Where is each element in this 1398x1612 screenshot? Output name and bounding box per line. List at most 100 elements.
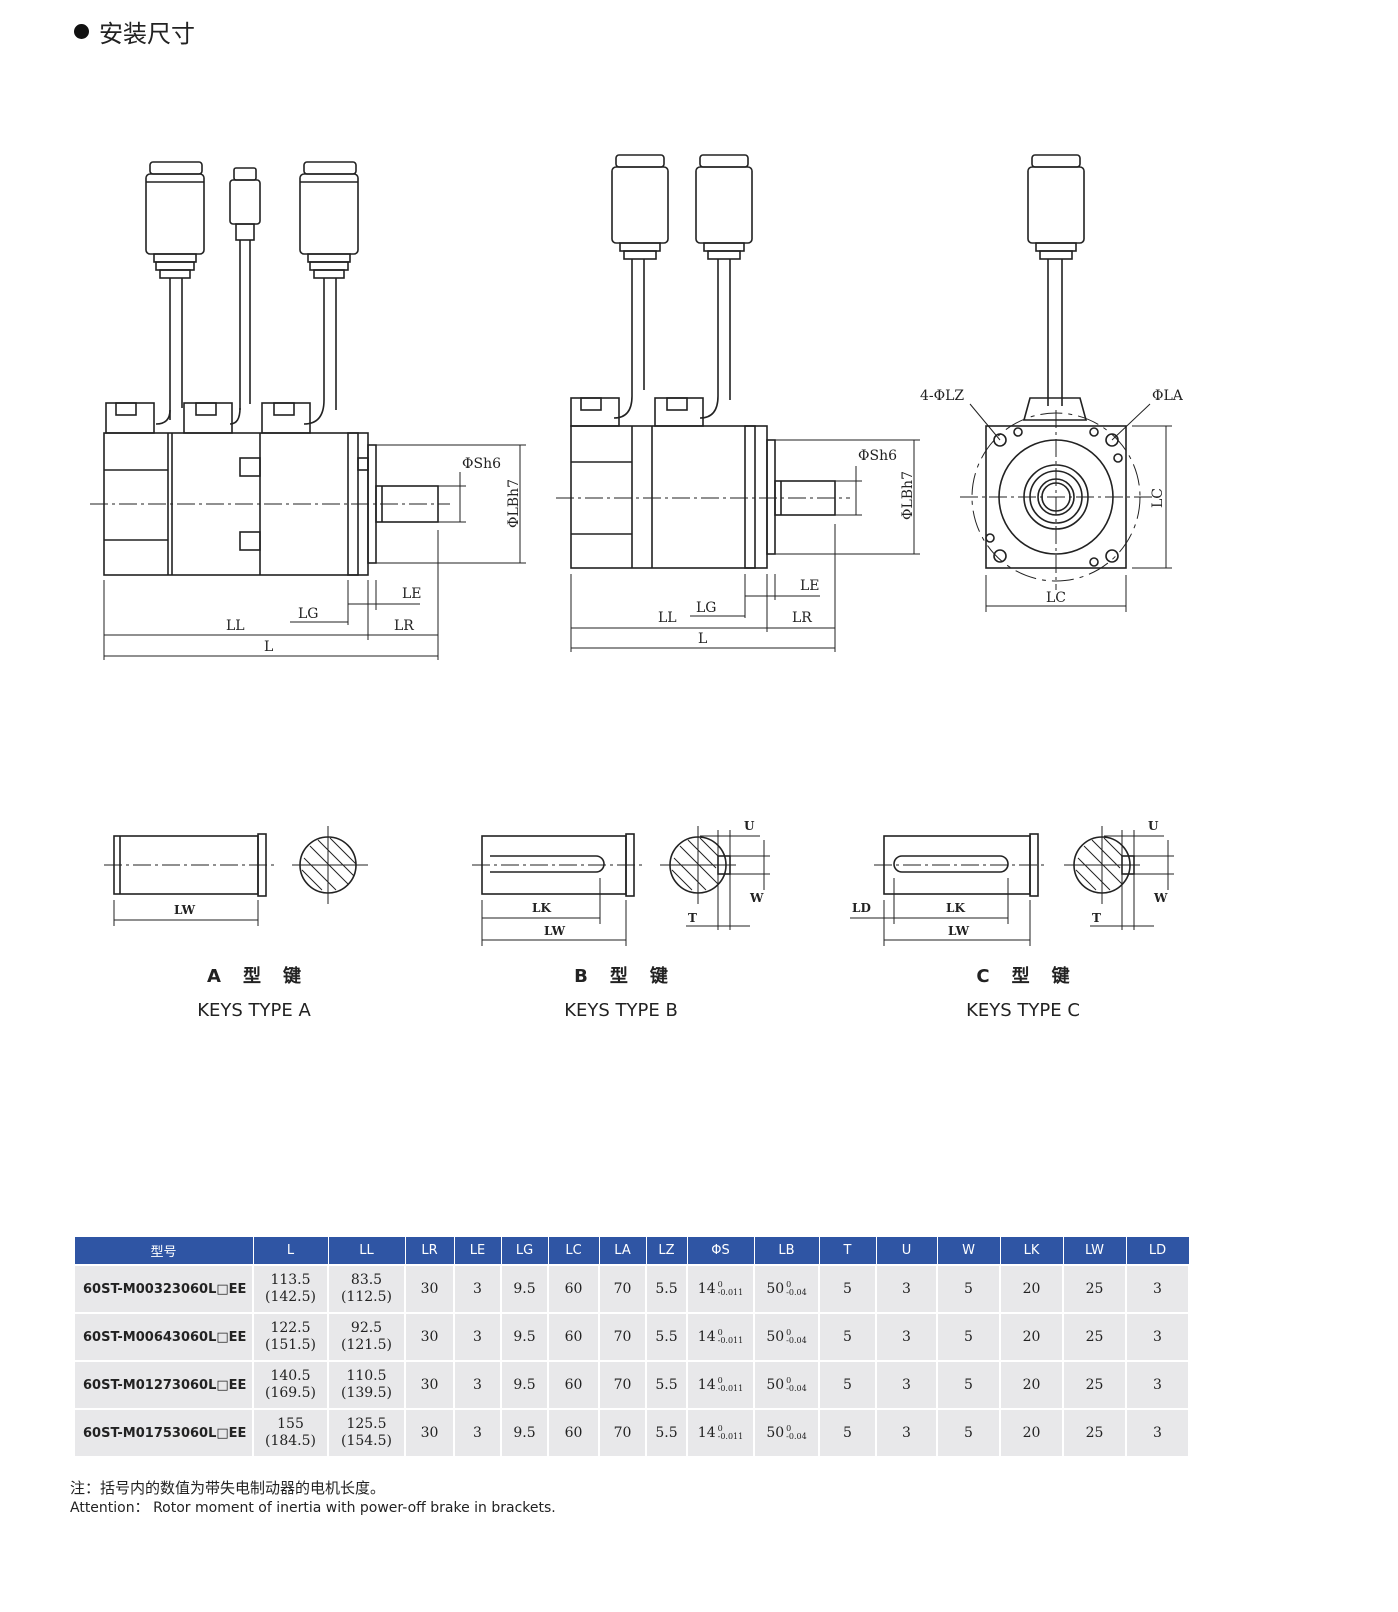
th-lg: LG <box>500 1236 549 1266</box>
cell-lc: 60 <box>547 1264 600 1314</box>
cell-t: 5 <box>818 1408 877 1458</box>
technical-drawing: ΦSh6 ΦLBh7 LE LG LL LR L <box>90 154 1184 946</box>
cell-ll: 92.5(121.5) <box>327 1312 406 1362</box>
cell-ld: 3 <box>1125 1264 1190 1314</box>
footnote-en: Attention： Rotor moment of inertia with … <box>70 1500 556 1516</box>
cell-lc: 60 <box>547 1312 600 1362</box>
label-sh6: ΦSh6 <box>462 456 501 472</box>
connector-3 <box>299 161 359 425</box>
th-lw: LW <box>1062 1236 1127 1266</box>
th-lk: LK <box>999 1236 1064 1266</box>
key-type-a-label: A型键 KEYS TYPE A <box>124 962 384 1021</box>
label-w-c: W <box>1153 891 1168 905</box>
label-lz: 4-ΦLZ <box>920 388 964 404</box>
section-title: 安装尺寸 <box>74 14 195 49</box>
label-u-c: U <box>1148 819 1159 833</box>
label-lk-b: LK <box>532 901 551 915</box>
label-sh6-2: ΦSh6 <box>858 448 897 464</box>
th-s: ΦS <box>686 1236 755 1266</box>
key-type-b-cn: B型键 <box>574 966 690 987</box>
th-ld: LD <box>1125 1236 1190 1266</box>
th-lz: LZ <box>645 1236 688 1266</box>
cell-lz: 5.5 <box>645 1360 688 1410</box>
cell-lc: 60 <box>547 1408 600 1458</box>
label-le-2: LE <box>800 578 820 594</box>
cell-le: 3 <box>453 1360 502 1410</box>
footnote-cn: 注：括号内的数值为带失电制动器的电机长度。 <box>70 1479 386 1497</box>
label-lbh7: ΦLBh7 <box>506 479 522 528</box>
cell-l: 155(184.5) <box>252 1408 329 1458</box>
cell-lk: 20 <box>999 1264 1064 1314</box>
cell-w: 5 <box>936 1264 1001 1314</box>
cell-lg: 9.5 <box>500 1360 549 1410</box>
cell-ld: 3 <box>1125 1360 1190 1410</box>
label-lw-c: LW <box>948 924 970 938</box>
table-row: 60ST-M00643060L□EE 122.5(151.5) 92.5(121… <box>73 1312 1190 1362</box>
label-l: L <box>264 639 273 655</box>
cell-lr: 30 <box>404 1360 455 1410</box>
label-le: LE <box>402 586 422 602</box>
cell-ll: 110.5(139.5) <box>327 1360 406 1410</box>
key-type-b-drawing <box>472 826 770 946</box>
th-lr: LR <box>404 1236 455 1266</box>
cell-lg: 9.5 <box>500 1264 549 1314</box>
label-lg: LG <box>298 606 318 622</box>
cell-lk: 20 <box>999 1312 1064 1362</box>
label-la: ΦLA <box>1152 388 1184 404</box>
label-t-c: T <box>1092 911 1101 925</box>
cell-ll: 83.5(112.5) <box>327 1264 406 1314</box>
cell-lk: 20 <box>999 1408 1064 1458</box>
cell-la: 70 <box>598 1408 647 1458</box>
th-lb: LB <box>753 1236 820 1266</box>
cell-lw: 25 <box>1062 1264 1127 1314</box>
cell-l: 140.5(169.5) <box>252 1360 329 1410</box>
th-model: 型号 <box>73 1236 254 1266</box>
cell-lz: 5.5 <box>645 1312 688 1362</box>
cell-model: 60ST-M00323060L□EE <box>73 1264 254 1314</box>
motor-front-view <box>960 154 1172 612</box>
th-la: LA <box>598 1236 647 1266</box>
connector-2 <box>229 167 261 425</box>
cell-lw: 25 <box>1062 1408 1127 1458</box>
cell-ld: 3 <box>1125 1408 1190 1458</box>
cell-u: 3 <box>875 1264 938 1314</box>
key-type-a-en: KEYS TYPE A <box>197 1000 311 1021</box>
th-t: T <box>818 1236 877 1266</box>
dimension-table: 型号 L LL LR LE LG LC LA LZ ΦS LB T U W LK… <box>73 1236 1190 1458</box>
cell-l: 122.5(151.5) <box>252 1312 329 1362</box>
cell-lw: 25 <box>1062 1312 1127 1362</box>
key-type-b-label: B型键 KEYS TYPE B <box>491 962 751 1021</box>
cell-la: 70 <box>598 1312 647 1362</box>
cell-lg: 9.5 <box>500 1408 549 1458</box>
th-lc: LC <box>547 1236 600 1266</box>
cell-le: 3 <box>453 1408 502 1458</box>
cell-u: 3 <box>875 1408 938 1458</box>
cell-lc: 60 <box>547 1360 600 1410</box>
cell-model: 60ST-M01753060L□EE <box>73 1408 254 1458</box>
label-lr: LR <box>394 618 414 634</box>
cell-lr: 30 <box>404 1264 455 1314</box>
key-type-c-drawing <box>850 826 1174 946</box>
cell-model: 60ST-M00643060L□EE <box>73 1312 254 1362</box>
label-t-b: T <box>688 911 697 925</box>
motor-side-view <box>556 154 920 652</box>
cell-la: 70 <box>598 1360 647 1410</box>
label-ld-c: LD <box>852 901 871 915</box>
cell-le: 3 <box>453 1264 502 1314</box>
cell-le: 3 <box>453 1312 502 1362</box>
cell-lw: 25 <box>1062 1360 1127 1410</box>
key-type-c-en: KEYS TYPE C <box>966 1000 1080 1021</box>
th-w: W <box>936 1236 1001 1266</box>
cell-w: 5 <box>936 1312 1001 1362</box>
cell-t: 5 <box>818 1264 877 1314</box>
cell-u: 3 <box>875 1360 938 1410</box>
label-lw-a: LW <box>174 903 196 917</box>
